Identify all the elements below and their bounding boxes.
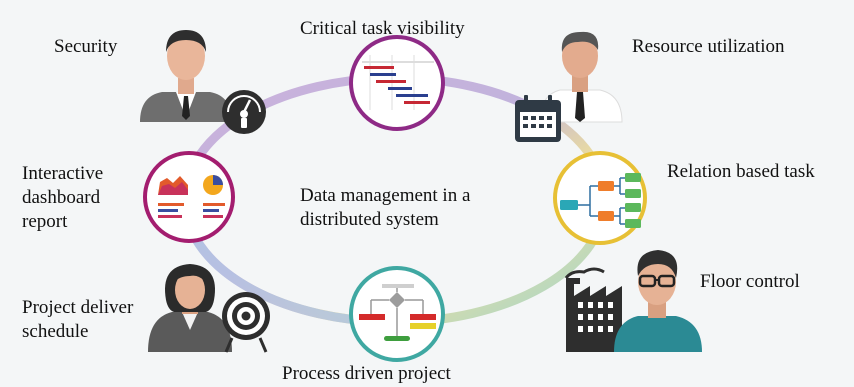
tree-diagram-icon bbox=[553, 151, 647, 245]
label-critical-task-visibility: Critical task visibility bbox=[300, 18, 465, 39]
center-text-line2: distributed system bbox=[300, 209, 439, 230]
resource-person-avatar bbox=[539, 31, 623, 123]
label-interactive-line3: report bbox=[22, 211, 68, 232]
label-security: Security bbox=[54, 36, 118, 57]
factory-icon bbox=[564, 267, 622, 352]
center-text: Data management in a distributed system bbox=[300, 184, 470, 232]
label-floor-control: Floor control bbox=[700, 271, 800, 292]
center-text-line1: Data management in a bbox=[300, 185, 471, 206]
dashboard-chart-icon bbox=[143, 151, 235, 243]
project-manager-avatar bbox=[148, 264, 232, 352]
floor-control-person-avatar bbox=[614, 250, 702, 352]
target-icon bbox=[222, 292, 270, 353]
label-project-deliver-line1: Project deliver bbox=[22, 297, 134, 318]
gantt-chart-icon bbox=[349, 35, 445, 131]
flowchart-icon bbox=[349, 266, 445, 362]
label-interactive-dashboard-report: Interactive dashboard report bbox=[22, 162, 103, 234]
label-interactive-line2: dashboard bbox=[22, 187, 101, 208]
label-project-deliver-line2: schedule bbox=[22, 321, 89, 342]
label-relation-based-task: Relation based task bbox=[667, 161, 815, 182]
security-person-avatar bbox=[140, 30, 232, 122]
label-process-driven-project: Process driven project bbox=[282, 363, 451, 384]
label-project-deliver-schedule: Project deliver schedule bbox=[22, 296, 133, 344]
calendar-icon bbox=[515, 95, 561, 142]
gauge-icon bbox=[222, 90, 266, 134]
label-resource-utilization: Resource utilization bbox=[632, 36, 785, 57]
label-interactive-line1: Interactive bbox=[22, 163, 104, 184]
